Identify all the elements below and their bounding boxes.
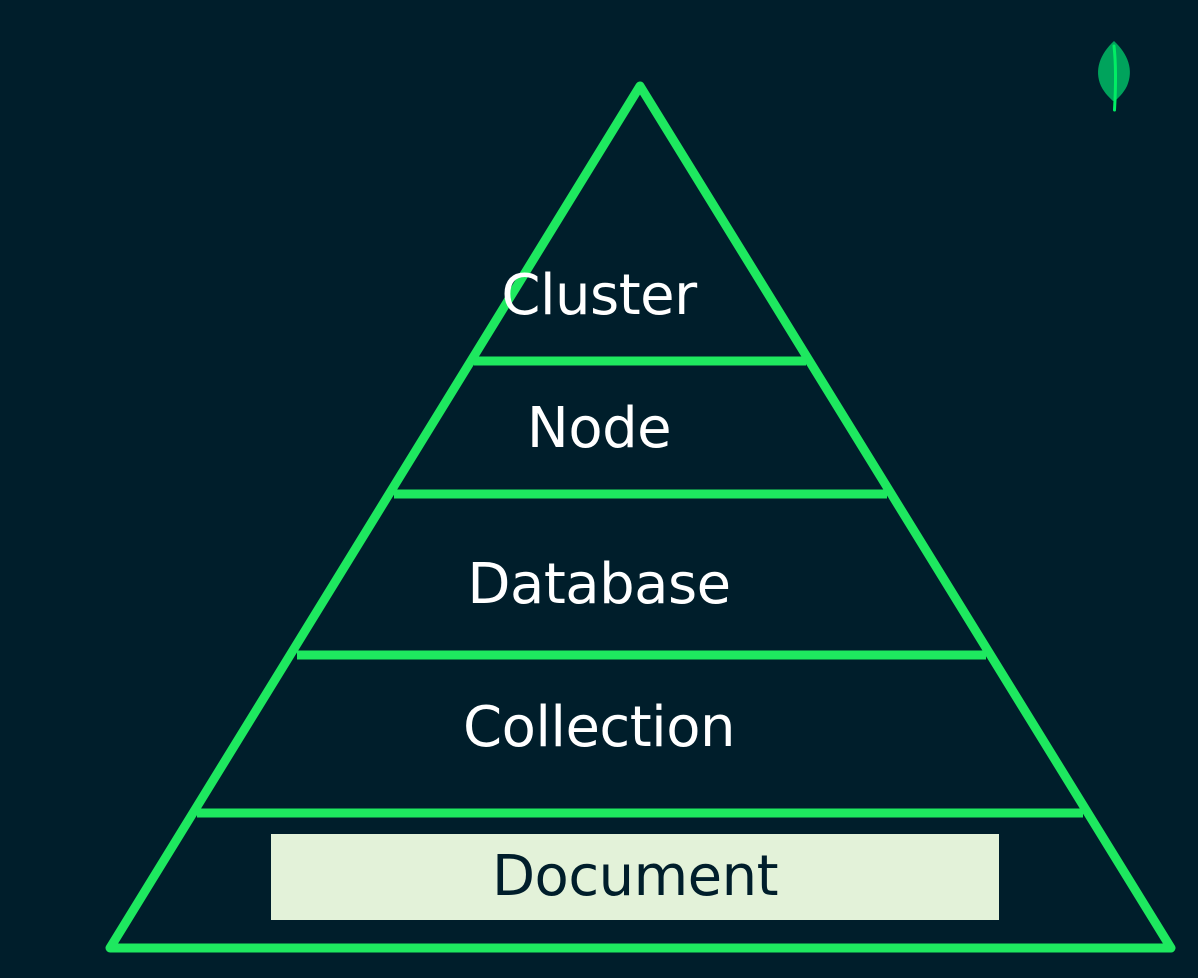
pyramid-outline: [105, 81, 1176, 953]
level-label-cluster: Cluster: [501, 263, 697, 328]
leaf-icon: [1098, 41, 1130, 112]
level-label-collection: Collection: [463, 695, 736, 760]
level-label-document: Document: [491, 844, 779, 909]
level-label-database: Database: [467, 552, 731, 617]
document-highlight-box: Document: [271, 834, 999, 920]
level-label-node: Node: [526, 396, 672, 461]
